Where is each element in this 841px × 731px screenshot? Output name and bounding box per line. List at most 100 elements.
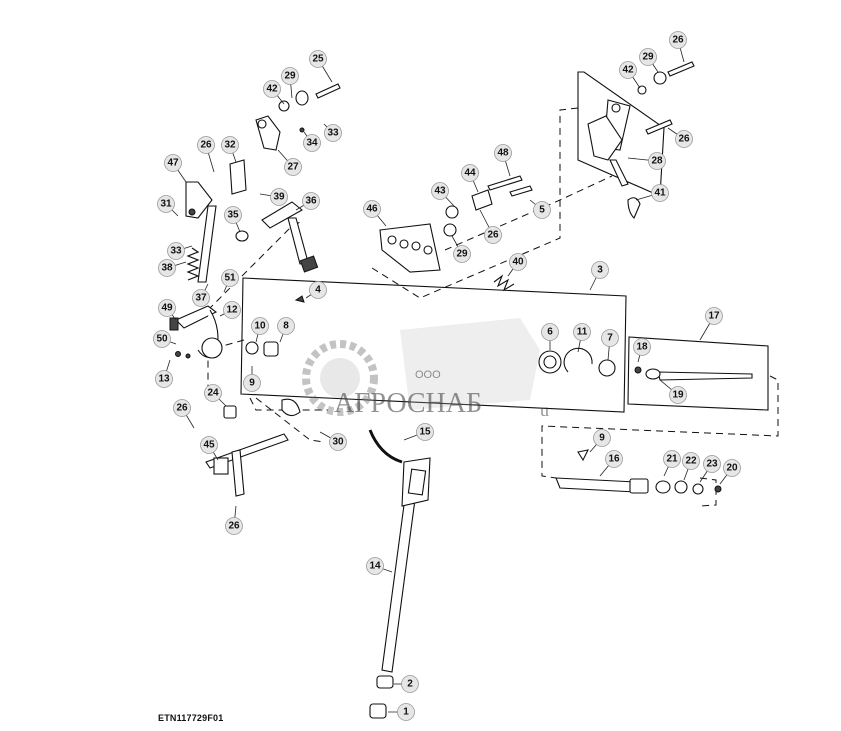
rod-17 [555,449,722,495]
callout-bubble [366,557,384,575]
callout-label: 48 [497,148,509,159]
callout-bubble [309,281,327,299]
callout-bubble [461,164,479,182]
callout-label: 45 [203,440,215,451]
callout-40: 40 [507,253,527,277]
callout-bubble [723,459,741,477]
callout-31: 31 [157,195,179,217]
guide-line-6 [541,375,779,479]
callout-label: 16 [608,454,620,465]
callout-bubble [224,206,242,224]
guide-line-2 [255,397,325,443]
callout-label: 26 [487,230,499,241]
callout-label: 10 [254,321,266,332]
callout-bubble [302,192,320,210]
callout-bubble [573,323,591,341]
callout-46: 46 [363,200,387,227]
callout-label: 2 [407,679,413,690]
callout-label: 29 [284,71,296,82]
callout-42: 42 [263,80,285,105]
callout-bubble [158,259,176,277]
callout-label: 9 [249,378,255,389]
callout-3: 3 [589,261,609,291]
callout-label: 29 [642,52,654,63]
callout-9: 9 [243,366,261,392]
callout-label: 43 [434,186,446,197]
callout-bubble [669,31,687,49]
callout-label: 19 [672,390,684,401]
callout-label: 26 [176,403,188,414]
callout-bubble [591,261,609,279]
callout-bubble [633,338,651,356]
callout-26: 26 [479,209,502,244]
callout-bubble [648,152,666,170]
callout-27: 27 [277,149,302,176]
callout-label: 44 [464,168,476,179]
callout-bubble [601,329,619,347]
callout-bubble [416,423,434,441]
callout-33: 33 [167,242,193,260]
callout-label: 5 [539,205,545,216]
callout-44: 44 [461,164,479,193]
callout-label: 40 [512,257,524,268]
callout-bubble [197,136,215,154]
callout-bubble [158,299,176,317]
callout-1: 1 [388,703,415,721]
callout-bubble [153,330,171,348]
callout-label: 12 [226,305,238,316]
callout-bubble [651,184,669,202]
callout-bubble [401,675,419,693]
callout-bubble [157,195,175,213]
callout-label: 46 [366,204,378,215]
assembly-18-box [627,336,769,411]
callout-bubble [593,429,611,447]
callout-22: 22 [682,452,700,481]
callout-26: 26 [173,399,195,429]
callout-29: 29 [281,67,299,99]
callout-bubble [243,374,261,392]
callout-48: 48 [494,144,512,177]
callout-bubble [155,370,173,388]
callout-bubble [221,136,239,154]
guide-line-8 [249,397,328,411]
callout-45: 45 [200,436,219,461]
callout-bubble [682,452,700,470]
callout-label: 18 [636,342,648,353]
callout-bubble [663,450,681,468]
plate-46 [379,175,533,292]
callout-bubble [277,317,295,335]
callout-19: 19 [659,379,687,404]
callout-bubble [263,80,281,98]
shaft-15 [368,429,431,719]
callout-bubble [192,289,210,307]
callout-label: 37 [195,293,207,304]
callout-26: 26 [197,136,215,173]
callout-bubble [225,517,243,535]
callout-12: 12 [219,301,241,319]
callout-bubble [533,201,551,219]
callout-18: 18 [633,338,651,363]
callout-bubble [173,399,191,417]
callout-label: 15 [419,427,431,438]
callout-label: 14 [369,561,381,572]
callout-bubble [619,61,637,79]
callout-label: 42 [266,84,278,95]
callout-5: 5 [529,199,551,219]
callout-bubble [281,67,299,85]
callout-label: 7 [607,333,613,344]
guide-line-3 [207,221,301,311]
callout-bubble [541,323,559,341]
bracket-47 [185,159,247,283]
callout-label: 27 [287,162,299,173]
bracket-28 [587,61,695,219]
callout-label: 17 [708,311,720,322]
callout-bubble [675,130,693,148]
callout-10: 10 [251,317,269,343]
reference-code: ETN117729F01 [158,713,224,723]
callout-bubble [329,433,347,451]
callout-label: 3 [597,265,603,276]
callout-bubble [509,253,527,271]
callout-bubble [669,386,687,404]
callout-label: 20 [726,463,738,474]
